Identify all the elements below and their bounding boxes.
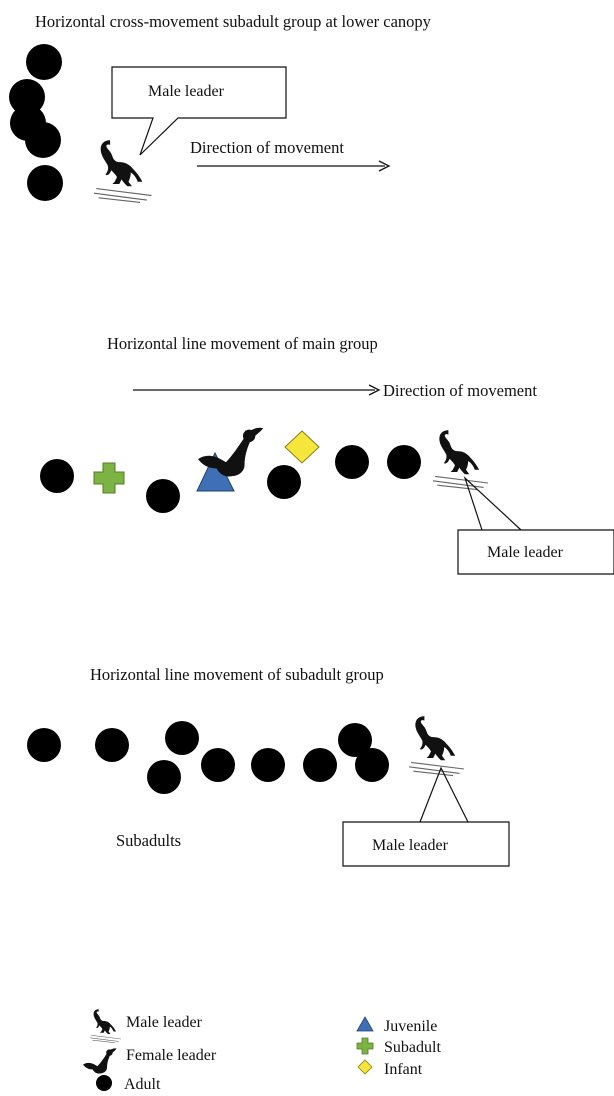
direction-label: Direction of movement xyxy=(190,138,344,157)
callout-pointer xyxy=(463,475,522,531)
arrow-head-icon xyxy=(378,160,391,172)
adult-circle-icon xyxy=(335,445,369,479)
legend-label-male-leader: Male leader xyxy=(126,1014,203,1031)
adult-circle-icon xyxy=(165,721,199,755)
legend: Male leader Female leader Adult Juvenile… xyxy=(83,1008,441,1093)
female-leader-icon xyxy=(83,1048,117,1074)
male-leader-icon xyxy=(432,429,489,491)
direction-label: Direction of movement xyxy=(383,381,537,400)
adult-circle-icon xyxy=(40,459,74,493)
adult-circle-icon xyxy=(201,748,235,782)
callout-label: Male leader xyxy=(487,544,564,561)
callout-label: Male leader xyxy=(372,837,449,854)
subadult-cross-icon xyxy=(93,462,125,494)
adult-circle-icon xyxy=(251,748,285,782)
adult-circle-icon xyxy=(355,748,389,782)
main-panel-title: Horizontal line movement of main group xyxy=(107,334,378,353)
callout-pointer xyxy=(419,766,469,823)
legend-label-infant: Infant xyxy=(384,1061,423,1078)
adult-circle-icon xyxy=(27,728,61,762)
adult-circle-icon xyxy=(146,479,180,513)
callout-box xyxy=(111,66,287,156)
subadult-panel-title: Horizontal line movement of subadult gro… xyxy=(90,665,384,684)
juvenile-triangle-icon xyxy=(356,1016,374,1032)
callout-box xyxy=(342,821,510,867)
adult-circle-icon xyxy=(26,44,62,80)
adult-circle-icon xyxy=(303,748,337,782)
infant-diamond-icon xyxy=(284,430,320,464)
arrow-head-icon xyxy=(368,384,381,396)
adult-circle-icon xyxy=(96,1075,112,1091)
callout-box xyxy=(457,529,614,575)
infant-diamond-icon xyxy=(357,1059,373,1075)
subadults-label: Subadults xyxy=(116,831,181,850)
adult-circle-icon xyxy=(9,79,45,115)
male-leader-icon xyxy=(89,1008,122,1044)
adult-circle-icon xyxy=(25,122,61,158)
adult-circle-icon xyxy=(267,465,301,499)
legend-label-female-leader: Female leader xyxy=(126,1047,217,1064)
legend-label-juvenile: Juvenile xyxy=(384,1018,437,1035)
callout-label: Male leader xyxy=(148,83,225,100)
adult-circle-icon xyxy=(338,723,372,757)
legend-label-adult: Adult xyxy=(124,1076,161,1093)
adult-circle-icon xyxy=(387,445,421,479)
cross-panel-title: Horizontal cross-movement subadult group… xyxy=(35,12,432,31)
adult-circle-icon xyxy=(147,760,181,794)
legend-label-subadult: Subadult xyxy=(384,1039,441,1056)
adult-circle-icon xyxy=(95,728,129,762)
subadult-cross-icon xyxy=(356,1037,374,1055)
adult-circle-icon xyxy=(27,165,63,201)
male-leader-icon xyxy=(408,715,465,777)
